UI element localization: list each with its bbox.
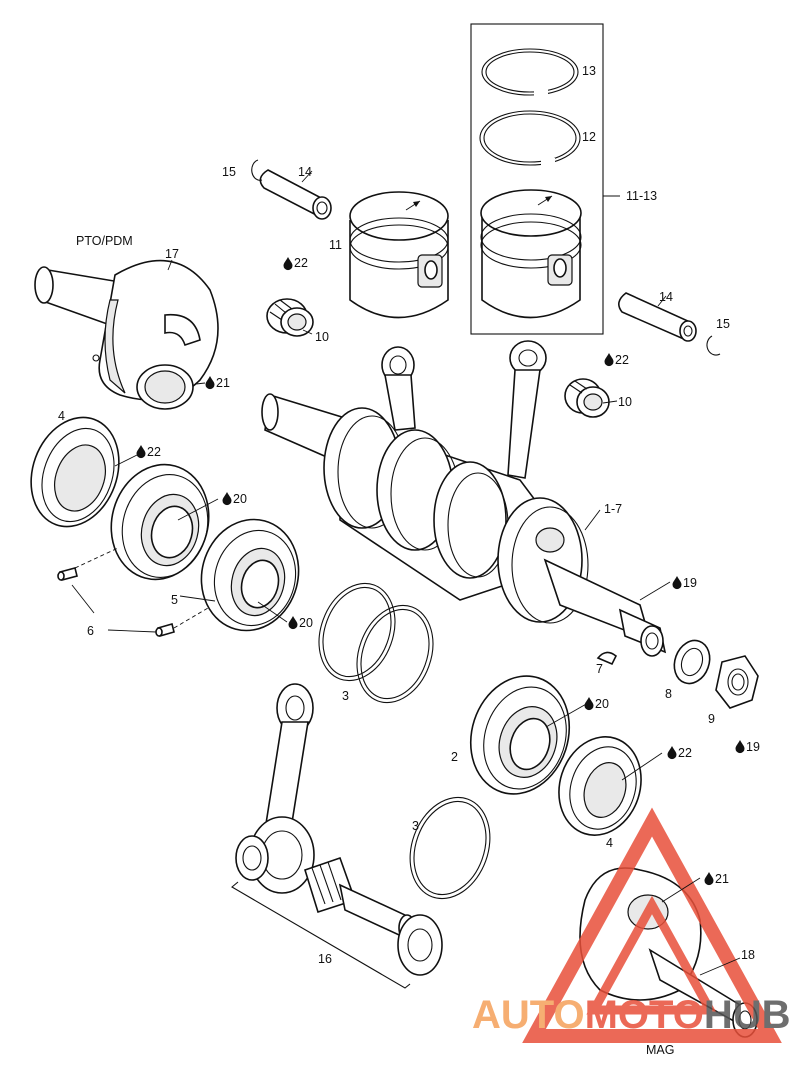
label-9: 9 [708, 712, 715, 726]
label-6: 6 [87, 624, 94, 638]
lube-drop-icon [604, 353, 614, 367]
dowel-pin-6-upper[interactable] [57, 547, 119, 581]
needle-bearing-10-right[interactable] [564, 378, 610, 418]
label-14-right: 14 [659, 290, 673, 304]
lube-mark-21-a: 21 [216, 376, 230, 390]
lube-mark-22-c: 22 [147, 445, 161, 459]
circlip-15-left[interactable] [251, 159, 263, 181]
piston-ring-13[interactable] [481, 48, 579, 97]
oil-seal-4-left[interactable] [16, 405, 133, 539]
label-4-left: 4 [58, 409, 65, 423]
nut-9[interactable] [715, 655, 759, 709]
needle-bearing-10-left[interactable] [266, 298, 314, 337]
lube-drop-icon [136, 445, 146, 459]
svg-text:AUTOMOTOHUB: AUTOMOTOHUB [472, 993, 791, 1037]
label-11-13: 11-13 [626, 189, 657, 203]
connecting-rod-left[interactable] [381, 346, 416, 431]
label-5: 5 [171, 593, 178, 607]
woodruff-key-7[interactable] [596, 651, 618, 666]
label-2: 2 [451, 750, 458, 764]
lube-drop-icon [283, 257, 293, 271]
lock-washer-8[interactable] [669, 636, 716, 689]
lube-mark-labels: 22 22 22 22 21 21 20 20 20 19 19 [147, 256, 760, 886]
connecting-rod-kit-16[interactable] [231, 683, 443, 989]
piston-in-kit[interactable] [480, 189, 582, 319]
ball-bearing-5-a[interactable] [99, 454, 222, 591]
label-mag: MAG [646, 1043, 674, 1057]
lube-drop-icon [672, 576, 682, 590]
watermark-hub: HUB [704, 993, 791, 1037]
piston-kit-box [470, 23, 620, 335]
lube-mark-19-b: 19 [746, 740, 760, 754]
lube-drop-icon [205, 376, 215, 390]
lube-mark-22-a: 22 [294, 256, 308, 270]
lube-mark-20-a: 20 [233, 492, 247, 506]
lube-mark-22-d: 22 [678, 746, 692, 760]
lube-drop-icon [667, 746, 677, 760]
label-14-left: 14 [298, 165, 312, 179]
lube-mark-19-a: 19 [683, 576, 697, 590]
automotohub-watermark: AUTOMOTOHUB [472, 807, 791, 1043]
lube-mark-21-b: 21 [715, 872, 729, 886]
label-16: 16 [318, 952, 332, 966]
label-8: 8 [665, 687, 672, 701]
label-11: 11 [329, 238, 342, 252]
part-labels: PTO/PDM MAG 1-7 2 3 3 4 4 5 6 7 8 9 10 1… [58, 64, 755, 1057]
lube-mark-22-b: 22 [615, 353, 629, 367]
leader-lines [71, 170, 741, 976]
label-3-lower: 3 [412, 819, 419, 833]
label-pto: PTO/PDM [76, 234, 133, 248]
dowel-pin-6-lower[interactable] [155, 607, 209, 637]
lube-drop-icon [288, 616, 298, 630]
ball-bearing-2[interactable] [456, 663, 584, 807]
piston-pin-14-right[interactable] [618, 292, 697, 342]
label-18: 18 [741, 948, 755, 962]
label-10-left: 10 [315, 330, 329, 344]
label-15-left: 15 [222, 165, 236, 179]
connecting-rod-right[interactable] [507, 340, 547, 479]
ball-bearing-5-b[interactable] [189, 508, 311, 641]
label-12: 12 [582, 130, 596, 144]
watermark-moto: MOTO [585, 993, 704, 1037]
lube-drop-icon [584, 697, 594, 711]
lube-drop-icon [735, 740, 745, 754]
retaining-ring-3-lower[interactable] [397, 786, 504, 910]
retaining-rings-3-upper[interactable] [306, 573, 446, 714]
label-17: 17 [165, 247, 179, 261]
watermark-auto: AUTO [472, 993, 585, 1037]
lube-drop-icon [704, 872, 714, 886]
label-1-7: 1-7 [604, 502, 622, 516]
oil-seal-4-right[interactable] [547, 726, 654, 846]
crankshaft-assembly-1-7[interactable] [261, 393, 667, 657]
label-3-upper: 3 [342, 689, 349, 703]
lube-mark-20-b: 20 [299, 616, 313, 630]
label-13: 13 [582, 64, 596, 78]
label-7: 7 [596, 662, 603, 676]
label-4-right: 4 [606, 836, 613, 850]
piston-pin-14-left[interactable] [259, 169, 332, 220]
pto-half-crankshaft-17[interactable] [34, 259, 219, 410]
label-15-right: 15 [716, 317, 730, 331]
lube-mark-20-c: 20 [595, 697, 609, 711]
circlip-15-right[interactable] [706, 335, 721, 356]
piston-11[interactable] [349, 191, 449, 319]
label-10-right: 10 [618, 395, 632, 409]
lube-drop-icon [222, 492, 232, 506]
piston-ring-12[interactable] [479, 110, 581, 167]
